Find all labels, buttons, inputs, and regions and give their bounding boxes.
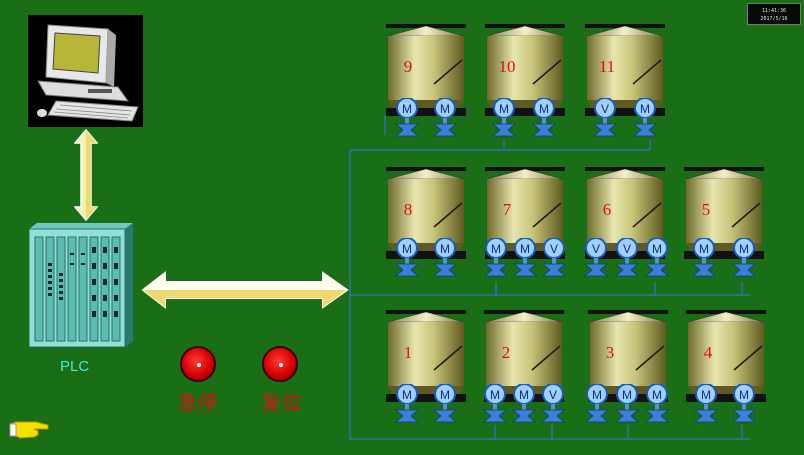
svg-text:M: M [701, 388, 711, 402]
network-link-arrow [141, 270, 351, 310]
svg-text:M: M [440, 102, 450, 116]
motor-valve-icon[interactable]: M [732, 384, 756, 424]
emergency-stop-label: 急停 [178, 392, 219, 414]
motor-valve-icon[interactable]: M [484, 238, 508, 278]
reset-button[interactable] [262, 346, 298, 382]
svg-text:M: M [640, 102, 650, 116]
silo-number: 8 [403, 200, 413, 219]
svg-text:M: M [622, 388, 632, 402]
silo-number: 5 [701, 200, 711, 219]
svg-text:M: M [490, 388, 500, 402]
svg-text:V: V [601, 102, 609, 116]
emergency-stop-button[interactable] [180, 346, 216, 382]
svg-text:M: M [402, 388, 412, 402]
clock-display: 11:41:36 2017/5/16 [747, 3, 801, 25]
svg-text:M: M [652, 242, 662, 256]
svg-text:M: M [402, 102, 412, 116]
svg-text:M: M [520, 242, 530, 256]
motor-valve-icon[interactable]: M [395, 238, 419, 278]
motor-valve-icon[interactable]: M [433, 238, 457, 278]
svg-text:M: M [652, 388, 662, 402]
silo-number: 1 [403, 343, 413, 362]
silo-number: 7 [502, 200, 512, 219]
motor-valve-icon[interactable]: M [513, 238, 537, 278]
motor-valve-icon[interactable]: M [433, 98, 457, 138]
silo-5[interactable]: 5 [684, 167, 764, 267]
hand-pointer-icon[interactable] [8, 418, 50, 442]
svg-text:M: M [539, 102, 549, 116]
motor-valve-icon[interactable]: V [541, 384, 565, 424]
svg-text:M: M [739, 388, 749, 402]
silo-number: 4 [703, 343, 713, 362]
svg-text:M: M [491, 242, 501, 256]
svg-text:M: M [440, 388, 450, 402]
svg-text:M: M [699, 242, 709, 256]
motor-valve-icon[interactable]: M [492, 98, 516, 138]
svg-text:M: M [499, 102, 509, 116]
comm-link-arrow [74, 129, 98, 221]
motor-valve-icon[interactable]: M [512, 384, 536, 424]
silo-number: 6 [602, 200, 612, 219]
svg-text:V: V [592, 242, 600, 256]
clock-time: 11:41:36 [761, 8, 787, 14]
svg-text:V: V [549, 388, 557, 402]
motor-valve-icon[interactable]: V [584, 238, 608, 278]
svg-text:V: V [550, 242, 558, 256]
svg-text:M: M [519, 388, 529, 402]
motor-valve-icon[interactable]: M [395, 98, 419, 138]
motor-valve-icon[interactable]: M [532, 98, 556, 138]
motor-valve-icon[interactable]: M [615, 384, 639, 424]
silo-number: 3 [605, 343, 615, 362]
motor-valve-icon[interactable]: M [694, 384, 718, 424]
motor-valve-icon[interactable]: V [542, 238, 566, 278]
svg-text:M: M [402, 242, 412, 256]
motor-valve-icon[interactable]: M [483, 384, 507, 424]
svg-text:M: M [440, 242, 450, 256]
plc-rack-icon[interactable] [29, 223, 133, 347]
motor-valve-icon[interactable]: M [433, 384, 457, 424]
motor-valve-icon[interactable]: M [645, 238, 669, 278]
motor-valve-icon[interactable]: M [692, 238, 716, 278]
reset-label: 复位 [262, 392, 303, 414]
clock-date: 2017/5/16 [760, 16, 788, 22]
silo-number: 9 [403, 57, 413, 76]
svg-text:V: V [623, 242, 631, 256]
svg-text:M: M [592, 388, 602, 402]
motor-valve-icon[interactable]: M [633, 98, 657, 138]
computer-icon[interactable] [28, 15, 143, 127]
plc-label: PLC [60, 358, 90, 375]
silo-number: 10 [498, 57, 516, 76]
svg-text:M: M [739, 242, 749, 256]
motor-valve-icon[interactable]: M [645, 384, 669, 424]
motor-valve-icon[interactable]: M [732, 238, 756, 278]
silo-number: 2 [501, 343, 511, 362]
silo-number: 11 [598, 57, 616, 76]
motor-valve-icon[interactable]: M [585, 384, 609, 424]
motor-valve-icon[interactable]: V [593, 98, 617, 138]
motor-valve-icon[interactable]: V [615, 238, 639, 278]
motor-valve-icon[interactable]: M [395, 384, 419, 424]
